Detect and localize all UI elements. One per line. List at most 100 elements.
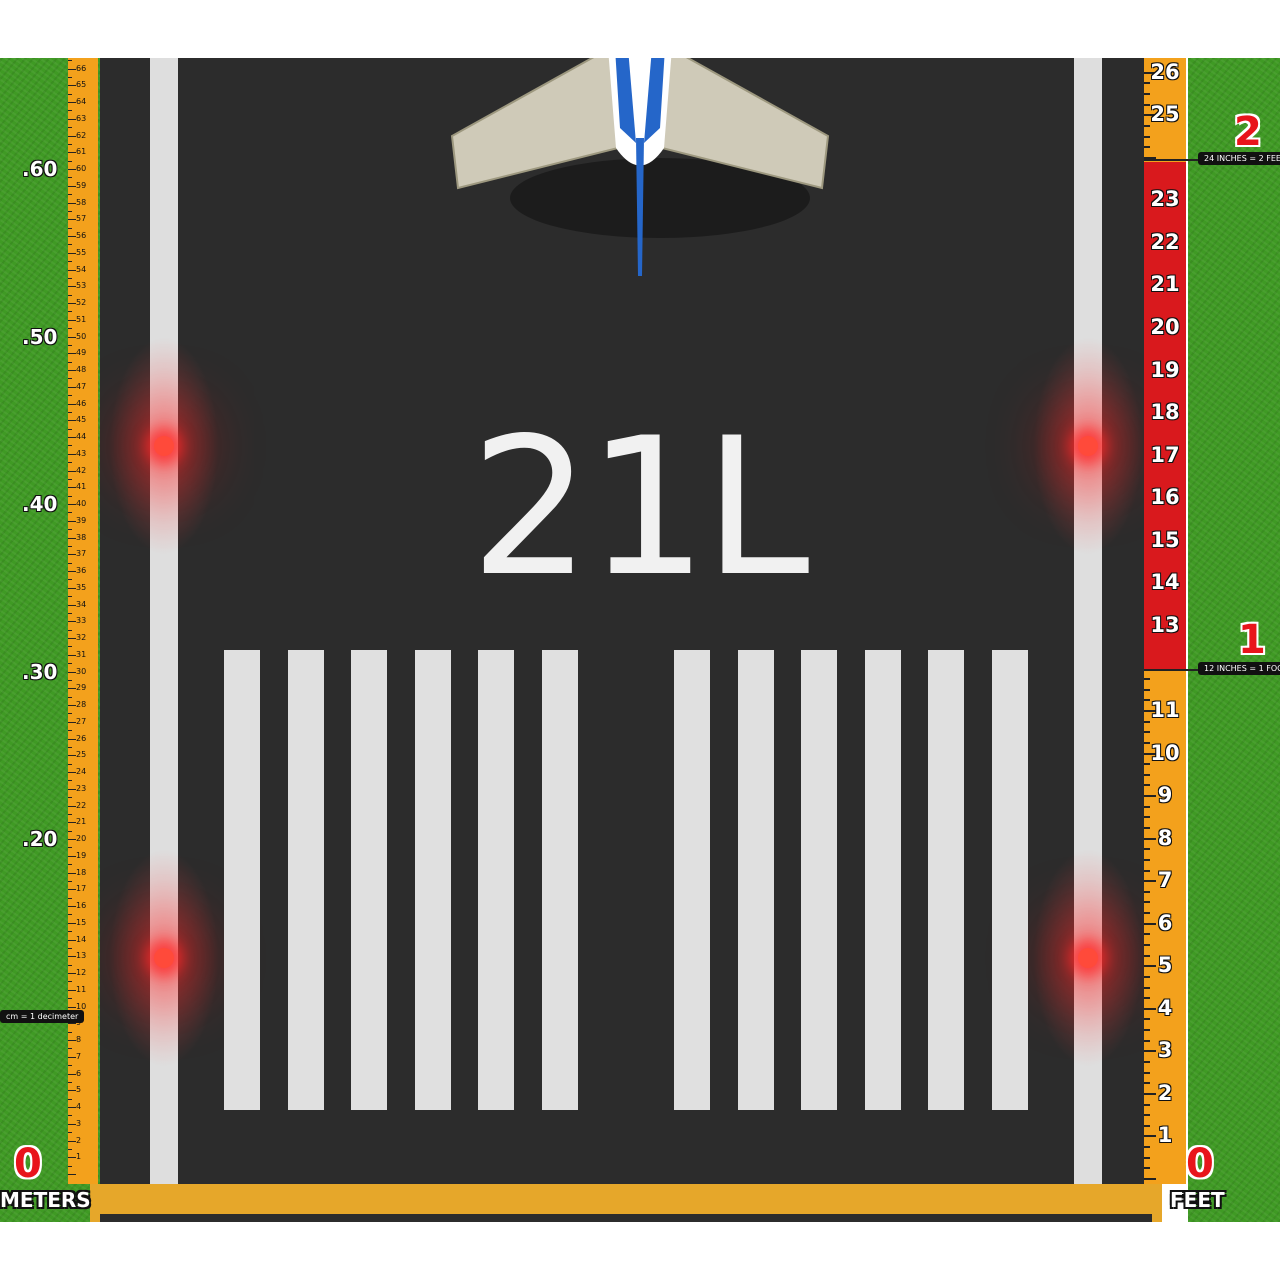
threshold-stripe xyxy=(541,650,578,1110)
feet-inch-label: 23 xyxy=(1150,187,1180,212)
meter-cm-label: 26 xyxy=(76,733,87,743)
runway-edge-light xyxy=(1078,436,1098,456)
threshold-stripe xyxy=(991,650,1028,1110)
meter-tick xyxy=(68,889,76,891)
meter-cm-label: 50 xyxy=(76,331,87,341)
meter-tick xyxy=(68,177,72,179)
meter-tick xyxy=(68,344,72,346)
meter-tick xyxy=(68,872,76,874)
meter-cm-label: 12 xyxy=(76,968,87,977)
feet-tick xyxy=(1144,997,1150,1000)
feet-tick xyxy=(1144,1039,1150,1042)
meter-tick xyxy=(68,478,72,480)
meter-tick xyxy=(68,562,72,564)
meter-tick xyxy=(68,805,76,807)
airplane-icon xyxy=(450,58,830,276)
meter-tick xyxy=(68,646,72,648)
feet-tick xyxy=(1144,901,1150,904)
meter-tick xyxy=(68,236,76,237)
feet-tick xyxy=(1144,773,1150,776)
runway-edge-line-right xyxy=(1074,58,1102,1184)
meter-tick xyxy=(68,922,76,924)
feet-tick xyxy=(1144,880,1156,883)
feet-inch-label: 17 xyxy=(1150,442,1180,467)
meter-tick xyxy=(68,353,76,355)
meter-tick xyxy=(68,386,76,388)
meter-tick xyxy=(68,1132,72,1134)
meter-tick xyxy=(68,118,76,120)
meter-cm-label: 64 xyxy=(76,97,87,106)
meter-cm-label: 24 xyxy=(76,767,87,776)
feet-inch-label: 4 xyxy=(1157,995,1173,1020)
feet-tick xyxy=(1144,124,1150,127)
threshold-stripe xyxy=(414,650,451,1110)
feet-tick xyxy=(1144,943,1150,946)
meter-tick xyxy=(68,998,72,1000)
feet-tick xyxy=(1144,954,1150,957)
meter-tick xyxy=(68,545,72,547)
meter-cm-label: 6 xyxy=(76,1068,82,1078)
meter-tick xyxy=(68,1107,76,1108)
feet-tick xyxy=(1144,912,1150,915)
meter-tick xyxy=(68,864,72,866)
meter-tick xyxy=(68,638,76,639)
feet-tick xyxy=(1144,1007,1156,1010)
meter-tick xyxy=(68,1040,76,1041)
feet-unit-label: FEET xyxy=(1170,1188,1225,1212)
meter-tick xyxy=(68,989,76,991)
feet-tick xyxy=(1144,731,1150,734)
meter-tick xyxy=(68,1031,72,1033)
feet-tick xyxy=(1144,71,1156,74)
meter-tick xyxy=(68,185,76,187)
meter-major-label: .40 xyxy=(22,492,58,516)
meter-tick xyxy=(68,629,72,631)
threshold-stripe xyxy=(928,650,964,1110)
feet-tick xyxy=(1144,826,1150,829)
meter-cm-label: 35 xyxy=(76,582,87,592)
meter-tick xyxy=(68,504,76,505)
meter-tick xyxy=(68,1023,76,1025)
feet-inch-label: 11 xyxy=(1150,697,1180,722)
meter-cm-label: 25 xyxy=(76,750,87,760)
meter-tick xyxy=(68,914,72,916)
meter-cm-label: 66 xyxy=(76,63,87,73)
feet-inch-label: 22 xyxy=(1150,229,1180,254)
meter-tick xyxy=(68,839,76,840)
meter-tick xyxy=(68,462,72,464)
meter-tick xyxy=(68,328,72,330)
feet-tick xyxy=(1144,858,1150,861)
meter-tick xyxy=(68,621,76,623)
meter-tick xyxy=(68,897,72,899)
threshold-stripe xyxy=(351,650,387,1110)
feet-inch-label: 10 xyxy=(1150,740,1180,765)
meter-tick xyxy=(68,252,76,254)
meter-cm-label: 7 xyxy=(76,1051,82,1061)
feet-ruler-red-section xyxy=(1144,162,1186,670)
meter-cm-label: 63 xyxy=(76,113,87,123)
feet-inch-label: 15 xyxy=(1150,527,1180,552)
feet-tick xyxy=(1144,848,1150,851)
feet-tick xyxy=(1144,1050,1156,1053)
meter-tick xyxy=(68,755,76,757)
meter-tick xyxy=(68,512,72,514)
meter-tick xyxy=(68,830,72,832)
feet-inch-label: 21 xyxy=(1150,272,1180,297)
meter-tick xyxy=(68,93,72,95)
meter-cm-label: 8 xyxy=(76,1035,82,1044)
feet-inch-label: 3 xyxy=(1157,1038,1173,1063)
meter-tick xyxy=(68,1048,72,1050)
meter-cm-label: 30 xyxy=(76,666,87,676)
meter-cm-label: 56 xyxy=(76,231,87,240)
meter-tick xyxy=(68,160,72,162)
meter-tick xyxy=(68,319,76,321)
feet-tick xyxy=(1144,699,1150,702)
meter-tick xyxy=(68,906,76,907)
meter-tick xyxy=(68,554,76,556)
meter-tick xyxy=(68,277,72,279)
meter-tick xyxy=(68,294,72,296)
meter-tick xyxy=(68,931,72,933)
meter-tick xyxy=(68,654,76,656)
meter-tick xyxy=(68,847,72,849)
feet-tick xyxy=(1144,1135,1156,1138)
meter-major-label: .30 xyxy=(22,659,58,684)
